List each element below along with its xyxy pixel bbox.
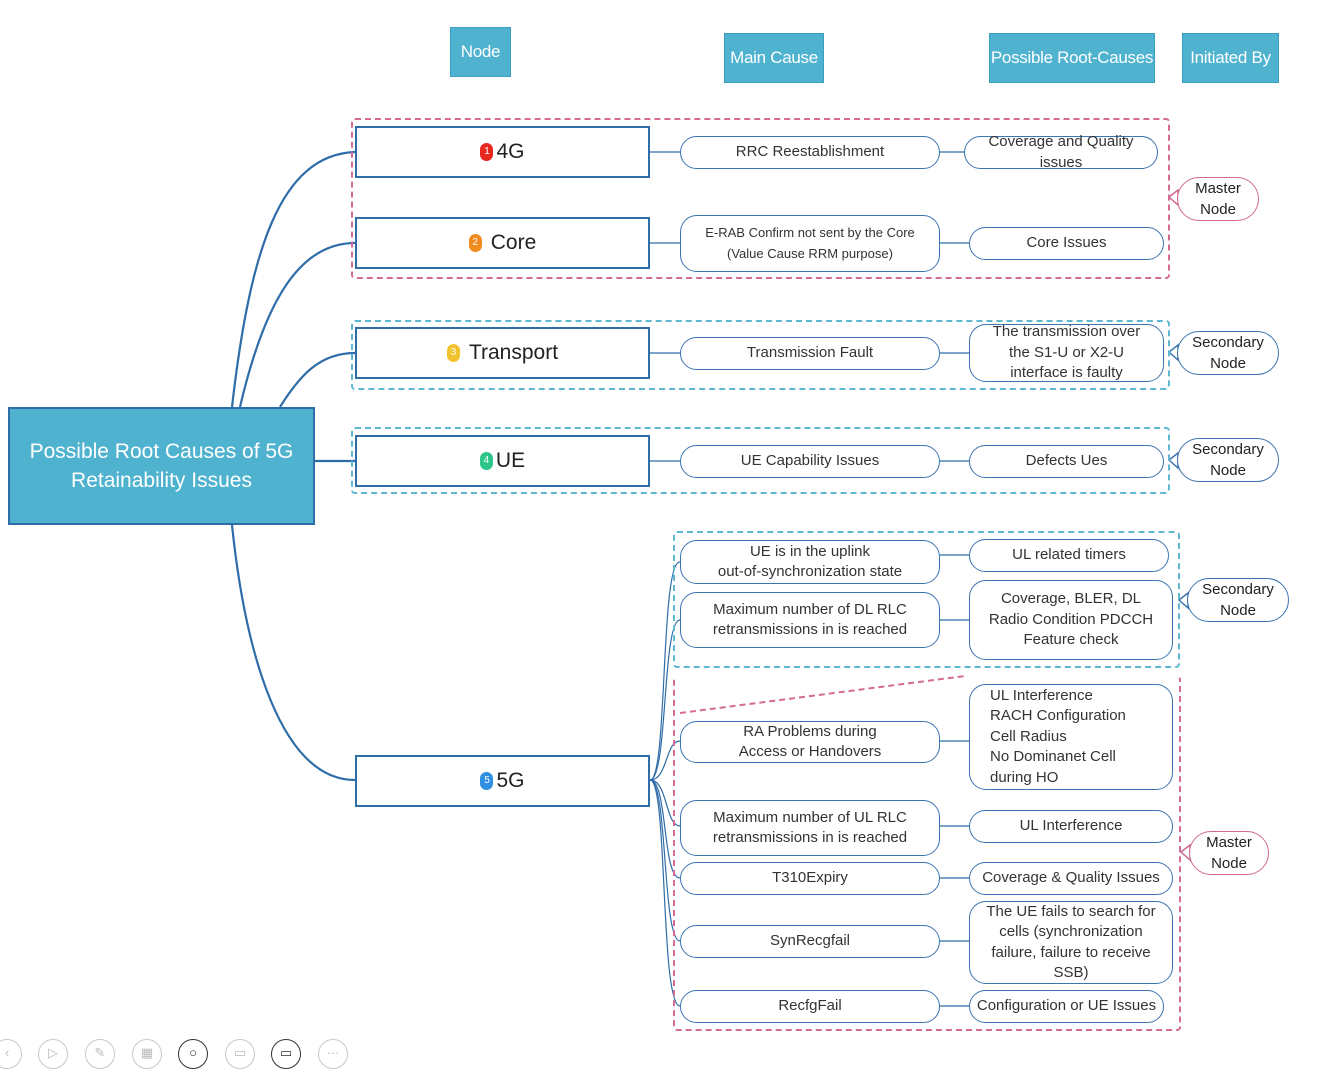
main-cause-transmission-fault[interactable]: Transmission Fault [680, 337, 940, 370]
initiator-master-node[interactable]: Master Node [1189, 831, 1269, 875]
root-cause-ul-timers[interactable]: UL related timers [969, 539, 1169, 572]
main-cause-ra-problems[interactable]: RA Problems during Access or Handovers [680, 721, 940, 763]
video-icon[interactable]: ▭ [271, 1039, 301, 1069]
header-node: Node [450, 27, 511, 77]
root-cause-coverage-quality[interactable]: Coverage and Quality issues [964, 133, 1158, 171]
node-label: 4G [496, 140, 525, 163]
main-cause-max-dl-rlc[interactable]: Maximum number of DL RLC retransmissions… [680, 592, 940, 648]
presentation-toolbar: ‹ ▷ ✎ ▦ ○ ▭ ▭ ··· [0, 1036, 380, 1069]
root-topic[interactable]: Possible Root Causes of 5G Retainability… [8, 407, 315, 525]
node-4g[interactable]: 1 4G [355, 126, 650, 178]
header-initiated-by: Initiated By [1182, 33, 1279, 83]
root-topic-label: Possible Root Causes of 5G Retainability… [29, 440, 294, 492]
group-5g-master [673, 676, 1181, 1031]
group-5g-secondary [673, 531, 1180, 668]
number-badge: 2 [468, 234, 482, 252]
node-label: 5G [496, 769, 525, 792]
group-ue [351, 427, 1170, 494]
root-cause-ue-fails-search[interactable]: The UE fails to search for cells (synchr… [969, 901, 1173, 984]
more-icon[interactable]: ··· [318, 1039, 348, 1069]
initiator-secondary-node[interactable]: Secondary Node [1187, 578, 1289, 622]
initiator-master-node[interactable]: Master Node [1177, 177, 1259, 221]
node-label: Core [490, 231, 537, 254]
group-4g-core [351, 118, 1170, 279]
number-badge: 4 [479, 452, 493, 470]
node-5g[interactable]: 5 5G [355, 755, 650, 807]
group-transport [351, 320, 1170, 390]
root-cause-configuration-ue[interactable]: Configuration or UE Issues [969, 990, 1164, 1023]
main-cause-max-ul-rlc[interactable]: Maximum number of UL RLC retransmissions… [680, 800, 940, 856]
play-icon[interactable]: ▷ [38, 1039, 68, 1069]
root-cause-ul-interference[interactable]: UL Interference [969, 810, 1173, 843]
pen-icon[interactable]: ✎ [85, 1039, 115, 1069]
root-cause-transmission-faulty[interactable]: The transmission over the S1-U or X2-U i… [969, 323, 1164, 382]
header-main-cause: Main Cause [724, 33, 824, 83]
node-core[interactable]: 2 Core [355, 217, 650, 269]
number-badge: 1 [480, 143, 494, 161]
root-cause-coverage-bler[interactable]: Coverage, BLER, DL Radio Condition PDCCH… [969, 580, 1173, 660]
grid-icon[interactable]: ▦ [132, 1039, 162, 1069]
node-transport[interactable]: 3 Transport [355, 327, 650, 379]
initiator-secondary-node[interactable]: Secondary Node [1177, 438, 1279, 482]
header-root-causes: Possible Root-Causes [989, 33, 1155, 83]
zoom-icon[interactable]: ○ [178, 1039, 208, 1069]
main-cause-syn-recg-fail[interactable]: SynRecgfail [680, 925, 940, 958]
main-cause-erab-confirm[interactable]: E-RAB Confirm not sent by the Core (Valu… [680, 215, 940, 272]
root-cause-coverage-quality-issues[interactable]: Coverage & Quality Issues [969, 862, 1173, 895]
screen-icon[interactable]: ▭ [225, 1039, 255, 1069]
main-cause-t310-expiry[interactable]: T310Expiry [680, 862, 940, 895]
root-cause-core-issues[interactable]: Core Issues [969, 227, 1164, 260]
root-cause-defects-ues[interactable]: Defects Ues [969, 445, 1164, 478]
number-badge: 5 [480, 772, 494, 790]
main-cause-uplink-out-of-sync[interactable]: UE is in the uplink out-of-synchronizati… [680, 540, 940, 584]
root-cause-ul-interference-list[interactable]: UL Interference RACH Configuration Cell … [969, 684, 1173, 790]
number-badge: 3 [446, 344, 460, 362]
node-label: Transport [468, 341, 559, 364]
main-cause-ue-capability[interactable]: UE Capability Issues [680, 445, 940, 478]
back-icon[interactable]: ‹ [0, 1039, 22, 1069]
main-cause-rrc-reestablishment[interactable]: RRC Reestablishment [680, 136, 940, 169]
initiator-secondary-node[interactable]: Secondary Node [1177, 331, 1279, 375]
node-label: UE [495, 449, 526, 472]
main-cause-recfg-fail[interactable]: RecfgFail [680, 990, 940, 1023]
node-ue[interactable]: 4 UE [355, 435, 650, 487]
